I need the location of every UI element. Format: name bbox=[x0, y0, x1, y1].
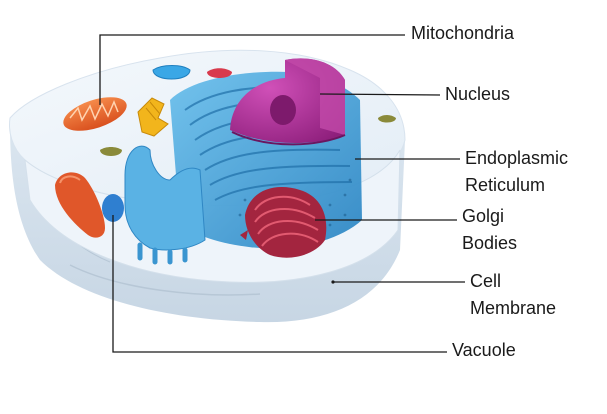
mitochondria-lower bbox=[55, 172, 105, 238]
label-golgi-line1: Golgi bbox=[462, 206, 505, 226]
label-golgi-bodies: Golgi Bodies bbox=[462, 203, 517, 257]
vesicles bbox=[100, 65, 396, 156]
label-membrane-line2: Membrane bbox=[470, 298, 557, 318]
label-endoplasmic-reticulum: Endoplasmic Reticulum bbox=[465, 145, 568, 199]
leader-lines bbox=[99, 34, 465, 353]
label-golgi-line2: Bodies bbox=[462, 233, 518, 253]
leader-nucleus bbox=[319, 93, 441, 96]
nucleolus bbox=[270, 95, 296, 125]
label-er-line2: Reticulum bbox=[465, 175, 546, 195]
nucleus bbox=[230, 58, 346, 146]
ribosome-cluster bbox=[137, 97, 169, 137]
label-er-line1: Endoplasmic bbox=[465, 148, 569, 168]
label-cell-membrane: Cell Membrane bbox=[470, 268, 556, 322]
mitochondria bbox=[63, 97, 127, 131]
vacuole bbox=[102, 194, 124, 222]
label-vacuole: Vacuole bbox=[452, 340, 516, 360]
label-nucleus: Nucleus bbox=[445, 84, 511, 104]
label-membrane-line1: Cell bbox=[470, 271, 502, 291]
leader-mitochondria bbox=[99, 34, 405, 105]
golgi-bodies bbox=[240, 187, 327, 258]
label-mitochondria: Mitochondria bbox=[411, 23, 515, 43]
leader-vacuole bbox=[112, 215, 447, 353]
